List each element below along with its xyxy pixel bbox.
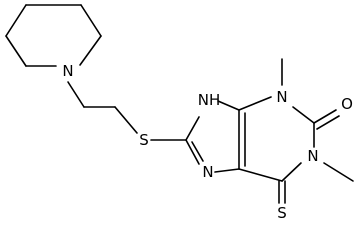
bond-n9-c4 (217, 100, 240, 111)
bond-pip-3 (80, 4, 102, 37)
atom-labels: N S NH N N N O S (62, 62, 353, 222)
bond-n3-c2 (292, 106, 315, 124)
bond-c8-n9 (185, 116, 200, 141)
bond-pip-4 (79, 35, 102, 66)
molecule-structure: N S NH N N N O S (5, 4, 354, 222)
bonds (5, 4, 354, 204)
thioether-sulfur-label: S (139, 131, 149, 149)
bond-pip-6 (5, 35, 27, 67)
bond-n-ch2 (67, 81, 85, 108)
thione-sulfur-label: S (277, 204, 287, 222)
carbonyl-oxygen-label: O (341, 95, 353, 113)
n3-nitrogen-label: N (276, 88, 287, 106)
imidazole-nitrogen-label: N (202, 163, 213, 181)
bond-c8-n7-inner (191, 141, 204, 162)
bond-pip-1 (5, 4, 27, 37)
bond-c2-o-double (316, 115, 340, 130)
bond-n1-methyl (323, 162, 354, 182)
bond-ch2-s (114, 106, 138, 134)
bond-c4-n3 (238, 96, 272, 111)
bond-n1-c6 (281, 162, 302, 182)
bond-n7-c5 (214, 168, 240, 173)
bond-c8-n7 (185, 139, 200, 165)
imidazole-nh-label: NH (198, 91, 221, 109)
n1-nitrogen-label: N (307, 147, 318, 165)
piperidine-nitrogen-label: N (62, 62, 73, 80)
bond-c6-c5 (238, 168, 283, 182)
bond-c2-o (313, 109, 337, 124)
